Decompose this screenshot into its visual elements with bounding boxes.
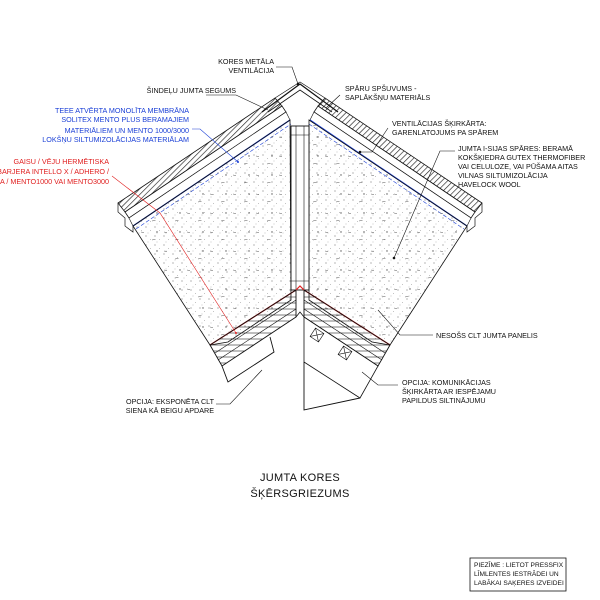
ridge-vent-line-1: KORES METĀLA — [218, 57, 274, 66]
callout-shingle: ŠINDEĻU JUMTA SEGUMS — [147, 86, 237, 95]
leader-ridge-vent — [276, 66, 299, 85]
service-layer-line-3: PAPILDUS SILTINĀJUMU — [402, 396, 486, 405]
callout-ridge-vent: KORES METĀLA VENTILĀCIJA — [218, 57, 274, 75]
leader-clt — [377, 309, 433, 336]
insulation-line-4: VILNAS SILTUMIZOLĀCIJA — [458, 171, 548, 180]
service-layer-line-1: OPCIJA: KOMUNIKĀCIJAS — [402, 378, 491, 387]
clt-panel-line-1: NESOŠS CLT JUMTA PANELIS — [436, 331, 538, 340]
title-line-2: ŠĶĒRSGRIEZUMS — [250, 487, 349, 500]
insulation-line-5: HAVELOCK WOOL — [458, 180, 521, 189]
leader-exposed-clt — [216, 369, 263, 405]
drawing-title: JUMTA KORES ŠĶĒRSGRIEZUMS — [250, 472, 349, 500]
leader-air-barrier — [111, 175, 237, 334]
shingle-line-1: ŠINDEĻU JUMTA SEGUMS — [147, 86, 237, 95]
exposed-clt-line-2: SIENA KĀ BEIGU APDARE — [126, 406, 214, 415]
callout-air-barrier: GAISU / VĒJU HERMĒTISKA BARJERA INTELLO … — [0, 157, 109, 186]
sheathing-line-2: SAPLĀKŠŅU MATERIĀLS — [345, 93, 431, 102]
vent-layer-line-2: GARENLATOJUMS PA SPĀREM — [392, 128, 498, 137]
service-layer-line-2: ŠĶIRKĀRTA AR IESPĒJAMU — [402, 387, 496, 396]
membrane-line-3: MATERIĀLIEM UN MENTO 1000/3000 — [65, 126, 189, 135]
membrane-line-4: LOKŠŅU SILTUMIZOLĀCIJAS MATERIĀLAM — [42, 135, 189, 144]
insulation-line-1: JUMTA I-SIJAS SPĀRES: BERAMĀ — [458, 144, 573, 153]
leader-insulation — [393, 150, 455, 259]
note-line-1: PIEZĪME : LIETOT PRESSFIX — [474, 561, 564, 569]
insulation-line-3: VAI CELULOZE, VAI PŪŠAMA AITAS — [458, 162, 578, 171]
leader-lines — [111, 66, 455, 405]
leader-shingle — [206, 94, 269, 111]
left-roof-half — [117, 97, 297, 383]
air-barrier-line-3: DA / MENTO1000 VAI MENTO3000 — [0, 177, 109, 186]
callout-clt-panel: NESOŠS CLT JUMTA PANELIS — [436, 331, 538, 340]
note-line-2: LĪMLENTES IESTRĀDEI UN — [474, 570, 559, 578]
sheathing-line-1: SPĀRU SPŠUVUMS - — [345, 84, 417, 93]
air-barrier-line-2: BARJERA INTELLO X / ADHERO / — [0, 167, 109, 176]
leader-sheathing — [325, 94, 341, 109]
membrane-line-1: TEEE ATVĒRTA MONOLĪTA MEMBRĀNA — [55, 106, 189, 115]
exposed-clt-line-1: OPCIJA: EKSPONĒTA CLT — [126, 397, 215, 406]
leader-vent-layer — [360, 127, 389, 153]
insulation-line-2: KOKŠĶIEDRA GUTEX THERMOFIBER — [458, 153, 585, 162]
leader-service — [361, 371, 398, 386]
ridge-vent-cap — [261, 83, 339, 113]
title-line-1: JUMTA KORES — [260, 472, 340, 484]
vent-layer-line-1: VENTILĀCIJAS ŠĶIRKĀRTA: — [392, 119, 486, 128]
callout-exposed-clt: OPCIJA: EKSPONĒTA CLT SIENA KĀ BEIGU APD… — [126, 397, 215, 415]
ridge-vent-line-2: VENTILĀCIJA — [228, 66, 274, 75]
note-box: PIEZĪME : LIETOT PRESSFIX LĪMLENTES IEST… — [469, 557, 567, 592]
callout-vent-layer: VENTILĀCIJAS ŠĶIRKĀRTA: GARENLATOJUMS PA… — [392, 119, 498, 137]
callout-sheathing: SPĀRU SPŠUVUMS - SAPLĀKŠŅU MATERIĀLS — [345, 84, 431, 102]
air-barrier-line-1: GAISU / VĒJU HERMĒTISKA — [14, 157, 110, 166]
callout-service-layer: OPCIJA: KOMUNIKĀCIJAS ŠĶIRKĀRTA AR IESPĒ… — [402, 378, 496, 405]
leader-membrane — [192, 128, 239, 163]
callout-insulation: JUMTA I-SIJAS SPĀRES: BERAMĀ KOKŠĶIEDRA … — [458, 144, 585, 189]
ridge-beam — [290, 125, 310, 291]
right-roof-half — [303, 97, 483, 411]
note-line-3: LABĀKAI SAĶERES IZVEIDEI — [474, 579, 564, 587]
ridge-detail — [261, 81, 339, 318]
callout-membrane: TEEE ATVĒRTA MONOLĪTA MEMBRĀNA SOLITEX M… — [42, 106, 189, 144]
membrane-line-2: SOLITEX MENTO PLUS BERAMAJIEM — [61, 115, 189, 124]
